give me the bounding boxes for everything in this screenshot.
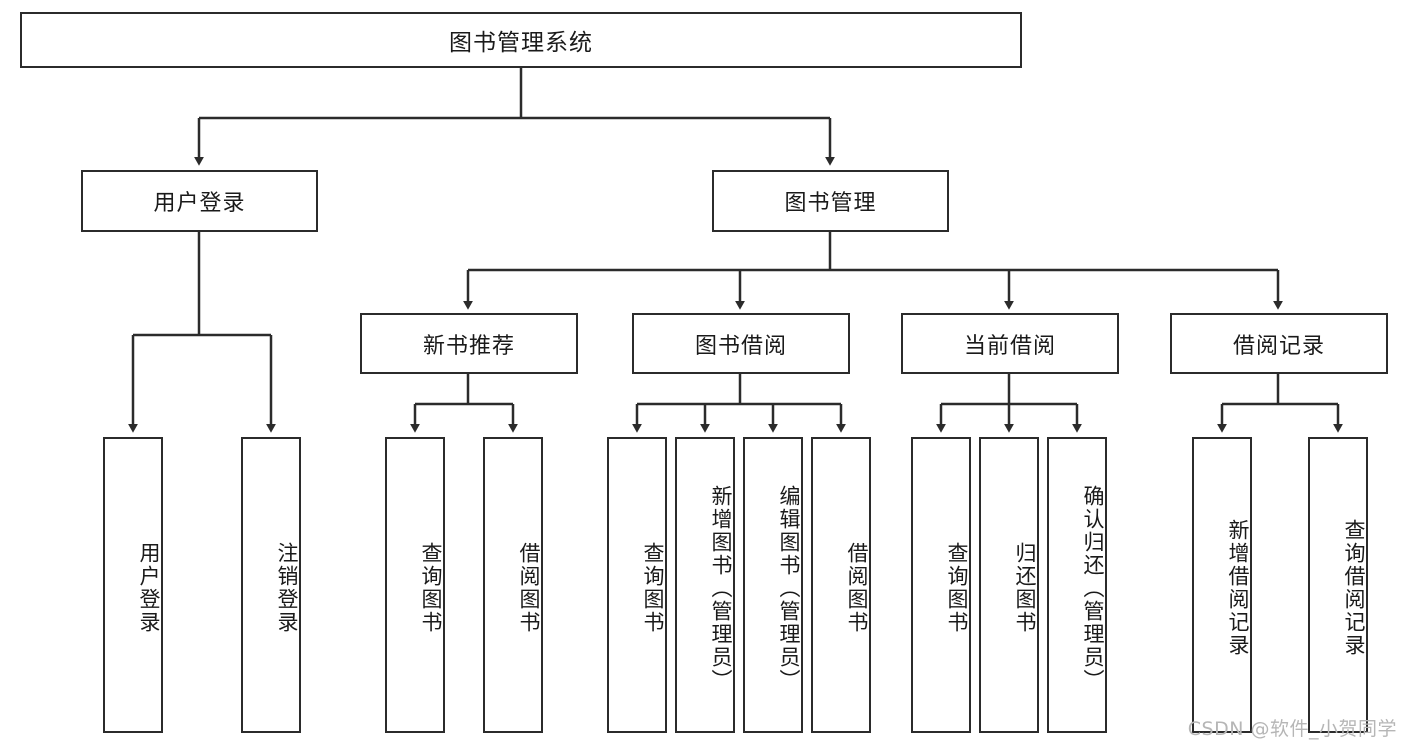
node-current-borrow-label: 当前借阅 (963, 333, 1056, 359)
leaf-borrow-query-book-label: 查询图书 (641, 542, 665, 634)
leaf-record-query-record-label: 查询借阅记录 (1342, 519, 1366, 657)
leaf-record-query-record[interactable]: 查询借阅记录 (1308, 437, 1368, 733)
leaf-current-return-book[interactable]: 归还图书 (979, 437, 1039, 733)
leaf-recommend-query-book[interactable]: 查询图书 (385, 437, 445, 733)
node-current-borrow[interactable]: 当前借阅 (901, 313, 1119, 374)
node-new-book-recommend[interactable]: 新书推荐 (360, 313, 578, 374)
node-root-system[interactable]: 图书管理系统 (20, 12, 1022, 68)
leaf-current-return-book-label: 归还图书 (1013, 542, 1037, 634)
node-book-management[interactable]: 图书管理 (712, 170, 949, 232)
leaf-user-logout-label: 注销登录 (275, 542, 299, 634)
leaf-record-add-record-label: 新增借阅记录 (1226, 519, 1250, 657)
leaf-recommend-borrow-book-label: 借阅图书 (517, 542, 541, 634)
node-book-borrow[interactable]: 图书借阅 (632, 313, 850, 374)
leaf-borrow-edit-book[interactable]: 编辑图书（管理员） (743, 437, 803, 733)
leaf-record-add-record[interactable]: 新增借阅记录 (1192, 437, 1252, 733)
node-borrow-record[interactable]: 借阅记录 (1170, 313, 1388, 374)
node-book-borrow-label: 图书借阅 (694, 333, 787, 359)
leaf-current-query-book-label: 查询图书 (945, 542, 969, 634)
leaf-current-confirm-return[interactable]: 确认归还（管理员） (1047, 437, 1107, 733)
leaf-borrow-add-book[interactable]: 新增图书（管理员） (675, 437, 735, 733)
leaf-recommend-borrow-book[interactable]: 借阅图书 (483, 437, 543, 733)
leaf-recommend-query-book-label: 查询图书 (419, 542, 443, 634)
leaf-current-query-book[interactable]: 查询图书 (911, 437, 971, 733)
leaf-user-login[interactable]: 用户登录 (103, 437, 163, 733)
leaf-borrow-borrow-book-label: 借阅图书 (845, 542, 869, 634)
leaf-borrow-query-book[interactable]: 查询图书 (607, 437, 667, 733)
node-book-management-label: 图书管理 (784, 191, 877, 216)
watermark: CSDN @软件_小贺同学 (1187, 718, 1397, 740)
leaf-borrow-borrow-book[interactable]: 借阅图书 (811, 437, 871, 733)
node-root-label: 图书管理系统 (449, 30, 593, 56)
leaf-user-login-label: 用户登录 (137, 542, 161, 634)
node-new-book-recommend-label: 新书推荐 (422, 333, 515, 359)
leaf-user-logout[interactable]: 注销登录 (241, 437, 301, 733)
node-user-login-label: 用户登录 (153, 191, 246, 216)
leaf-borrow-add-book-label: 新增图书（管理员） (709, 484, 733, 692)
node-borrow-record-label: 借阅记录 (1232, 333, 1325, 359)
node-user-login[interactable]: 用户登录 (81, 170, 318, 232)
leaf-current-confirm-return-label: 确认归还（管理员） (1081, 484, 1105, 692)
leaf-borrow-edit-book-label: 编辑图书（管理员） (777, 484, 801, 692)
